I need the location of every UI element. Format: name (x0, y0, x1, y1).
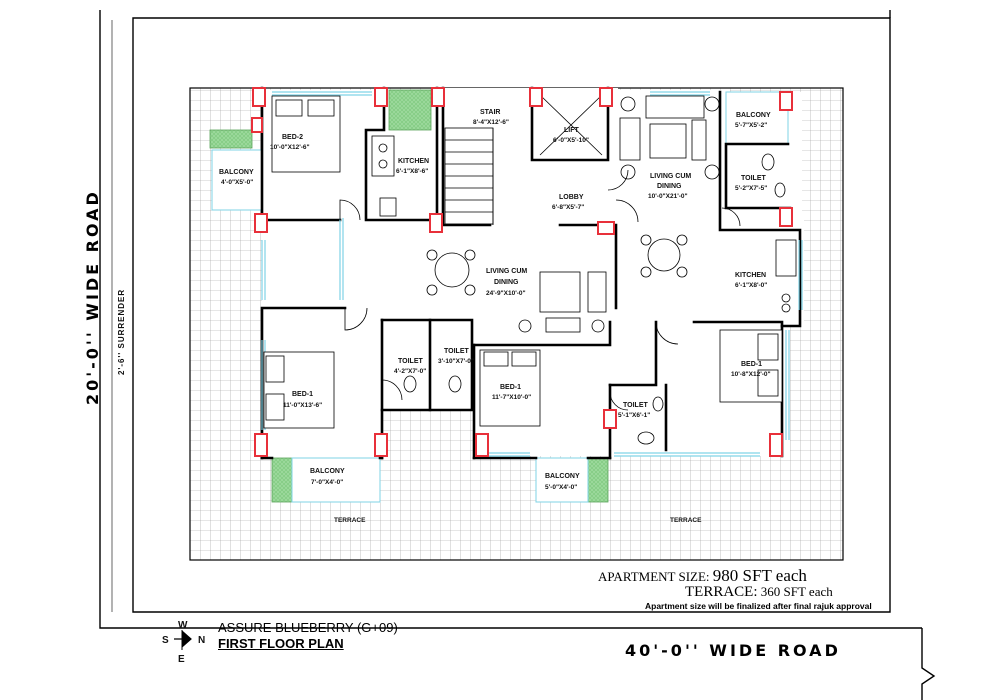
room-labels: BED-2 10'-0"X12'-6" BALCONY 4'-0"X5'-0" … (219, 109, 771, 524)
apt-size-label: APARTMENT SIZE: (598, 569, 710, 584)
bed2-name: BED-2 (282, 134, 303, 141)
bed1-right-dim: 10'-8"X12'-0" (731, 371, 771, 378)
balcony-bm-name: BALCONY (545, 473, 580, 480)
lobby-dim: 6'-8"X5'-7" (552, 204, 584, 211)
balcony-outlines (211, 91, 789, 503)
balcony-left-dim: 4'-0"X5'-0" (221, 179, 253, 186)
balcony-bl-dim: 7'-0"X4'-0" (311, 479, 343, 486)
balcony-tr-dim: 5'-7"X5'-2" (735, 122, 767, 129)
kitchen-right-name: KITCHEN (735, 272, 766, 279)
bed2-dim: 10'-0"X12'-6" (270, 144, 310, 151)
toilet-c-name: TOILET (623, 402, 648, 409)
bed1-right-name: BED-1 (741, 361, 762, 368)
left-road-label: 20'-0'' WIDE ROAD (83, 189, 102, 405)
toilet-tr-dim: 5'-2"X7'-5" (735, 185, 767, 192)
living-right-dim: 10'-0"X21'-0" (648, 193, 688, 200)
stair-dim: 8'-4"X12'-6" (473, 119, 509, 126)
interior-floors (262, 88, 804, 458)
lift-name: LIFT (564, 127, 579, 134)
walls (260, 86, 802, 460)
lift-shaft (539, 94, 603, 156)
stair-name: STAIR (480, 109, 500, 116)
furniture (263, 95, 797, 445)
terrace-right-name: TERRACE (670, 517, 702, 524)
living-center-name1: LIVING CUM (486, 268, 527, 275)
bottom-road-label: 40'-0'' WIDE ROAD (625, 641, 841, 660)
plot-boundary (99, 10, 936, 700)
bed1-left-dim: 11'-0"X13'-6" (283, 402, 322, 409)
structural-columns (251, 87, 793, 457)
terrace-size-line: TERRACE: 360 SFT each (685, 584, 833, 601)
compass-w: W (178, 620, 188, 631)
toilet-tr-name: TOILET (741, 175, 766, 182)
compass-n: N (198, 635, 205, 646)
compass-e: E (178, 654, 185, 665)
staircase (444, 127, 494, 225)
project-name: ASSURE BLUEBERRY (G+09) (218, 620, 398, 635)
living-center-name2: DINING (494, 279, 519, 286)
living-right-name2: DINING (657, 183, 682, 190)
surrender-label: 2'-6'' SURRENDER (117, 289, 126, 375)
terrace-size-label: TERRACE: (685, 584, 758, 600)
toilet-b-name: TOILET (444, 348, 469, 355)
bed1-mid-dim: 11'-7"X10'-0" (492, 394, 531, 401)
balcony-bm-dim: 5'-0"X4'-0" (545, 484, 577, 491)
door-swings (339, 169, 741, 411)
terrace-left-name: TERRACE (334, 517, 366, 524)
kitchen-left-dim: 6'-1"X8'-6" (396, 168, 428, 175)
bed1-mid-name: BED-1 (500, 384, 521, 391)
toilet-a-name: TOILET (398, 358, 423, 365)
toilet-b-dim: 3'-10"X7'-0" (438, 358, 474, 365)
size-note: Apartment size will be finalized after f… (645, 601, 872, 611)
greenery-patches (209, 89, 609, 503)
living-center-dim: 24'-9"X10'-0" (486, 290, 526, 297)
balcony-bl-name: BALCONY (310, 468, 345, 475)
apartment-size-line: APARTMENT SIZE: 980 SFT each (598, 566, 807, 586)
toilet-c-dim: 5'-1"X6'-1" (618, 412, 650, 419)
kitchen-right-dim: 6'-1"X8'-0" (735, 282, 767, 289)
kitchen-left-name: KITCHEN (398, 158, 429, 165)
lobby-name: LOBBY (559, 194, 584, 201)
compass-s: S (162, 635, 169, 646)
lift-dim: 6'-0"X5'-10" (553, 137, 589, 144)
bed1-left-name: BED-1 (292, 391, 313, 398)
toilet-a-dim: 4'-2"X7'-0" (394, 368, 426, 375)
floor-plan-title: FIRST FLOOR PLAN (218, 636, 344, 651)
balcony-tr-name: BALCONY (736, 112, 771, 119)
apt-size-value: 980 SFT each (712, 566, 807, 585)
compass-rose: W S N E (162, 620, 205, 665)
living-right-name1: LIVING CUM (650, 173, 691, 180)
balcony-left-name: BALCONY (219, 169, 254, 176)
terrace-size-value: 360 SFT each (760, 584, 833, 599)
